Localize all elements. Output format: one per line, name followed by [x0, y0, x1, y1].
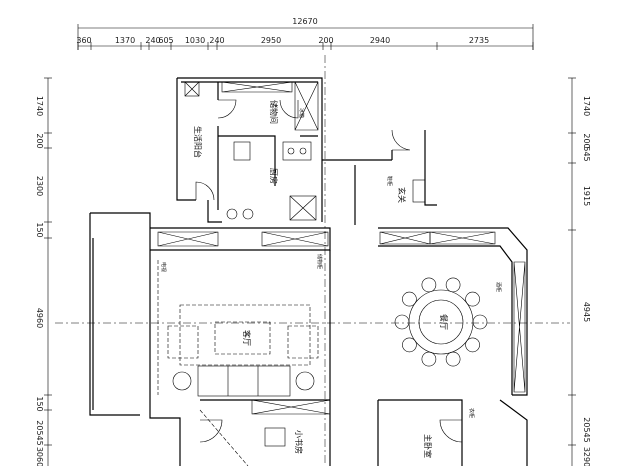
right-dimension-chain: 1740 200 545 1915 4945 20545 3290 — [568, 77, 591, 466]
dim-right-5: 4945 — [582, 302, 591, 322]
dim-left-3: 2300 — [35, 176, 44, 196]
dining-chair — [465, 291, 480, 307]
dining-chair — [402, 291, 417, 307]
kitchen-fittings — [184, 81, 317, 221]
sofa — [172, 365, 315, 397]
dim-left-8: 3060 — [35, 447, 44, 466]
left-dimension-chain: 1740 200 2300 150 4960 150 20545 3060 — [35, 77, 52, 466]
room-storage-label: 储物间 — [269, 100, 279, 124]
dim-left-5: 4960 — [35, 308, 44, 328]
room-labels: 生活阳台 储物间 厨房 玄关 客厅 餐厅 小书房 主卧室 — [193, 100, 448, 458]
axis-lines — [55, 55, 570, 466]
dim-right-7: 3290 — [582, 447, 591, 466]
label-shoe: 鞋柜 — [386, 176, 393, 186]
study-chair — [264, 427, 286, 447]
doors — [195, 99, 463, 443]
dining-chair — [445, 277, 461, 293]
dining-chair — [421, 277, 437, 293]
top-dimension-chain: 12670 360 1370 240 605 1030 240 2950 200… — [76, 17, 534, 50]
label-display: 酒柜 — [495, 282, 502, 292]
dim-right-6: 20545 — [582, 417, 591, 442]
study-desk-line — [199, 409, 249, 466]
dim-right-2: 200 — [582, 133, 591, 148]
label-fridge: 冰箱 — [298, 108, 305, 118]
dining-chair — [472, 314, 488, 330]
room-dining-label: 餐厅 — [439, 314, 448, 330]
dim-left-4: 150 — [35, 222, 44, 237]
dim-right-1: 1740 — [582, 96, 591, 116]
entry-console — [412, 179, 426, 203]
dim-total-top: 12670 — [292, 17, 317, 26]
label-cabinet: 储物柜 — [316, 254, 323, 269]
dim-left-1: 1740 — [35, 96, 44, 116]
dining-chair — [421, 351, 437, 367]
dining-chair — [402, 337, 417, 353]
dining-chair — [445, 351, 461, 367]
dim-top-3: 240 — [145, 36, 160, 45]
dim-top-2: 1370 — [115, 36, 135, 45]
dim-left-7: 20545 — [35, 420, 44, 445]
dim-top-7: 2950 — [261, 36, 281, 45]
walls — [89, 77, 528, 466]
room-master-label: 主卧室 — [423, 434, 433, 458]
dim-right-3: 545 — [582, 146, 591, 161]
room-living-label: 客厅 — [242, 330, 252, 346]
dim-top-4: 605 — [158, 36, 173, 45]
dim-top-5: 1030 — [185, 36, 205, 45]
dim-left-2: 200 — [35, 133, 44, 148]
dining-table — [394, 277, 488, 367]
cabinet-runs — [157, 81, 526, 415]
dim-top-8: 200 — [318, 36, 333, 45]
dining-chair — [465, 337, 480, 353]
annotation-labels: 冰箱 鞋柜 电视 储物柜 酒柜 衣柜 — [160, 108, 502, 418]
label-tv: 电视 — [160, 262, 167, 272]
dim-top-9: 2940 — [370, 36, 390, 45]
living-furniture — [167, 304, 319, 366]
dim-top-1: 360 — [76, 36, 91, 45]
room-balcony-label: 生活阳台 — [193, 126, 203, 158]
dim-top-10: 2735 — [469, 36, 489, 45]
dim-top-6: 240 — [209, 36, 224, 45]
dim-right-4: 1915 — [582, 186, 591, 206]
label-wardrobe: 衣柜 — [468, 408, 475, 418]
room-entry-label: 玄关 — [397, 187, 407, 203]
dim-left-6: 150 — [35, 396, 44, 411]
dining-chair — [394, 314, 410, 330]
room-study-label: 小书房 — [294, 430, 304, 454]
room-kitchen-label: 厨房 — [269, 168, 279, 184]
